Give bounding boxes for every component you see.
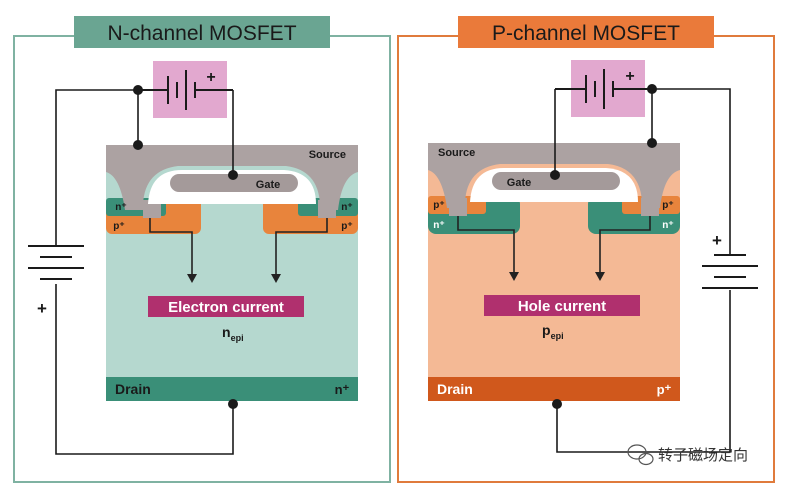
n-right-p-label: p⁺: [341, 221, 352, 232]
n-drain-doping-label: n⁺: [335, 382, 350, 397]
p-drain-doping-label: p⁺: [657, 382, 672, 397]
n-current-box: [148, 296, 304, 317]
p-side-battery-plus: +: [712, 231, 722, 250]
p-right-p-label: p⁺: [662, 200, 673, 211]
n-gate-label: Gate: [256, 179, 280, 191]
p-title-box: [458, 16, 714, 48]
n-gate-battery-plus: +: [206, 69, 215, 86]
p-arrowhead-right: [595, 272, 605, 281]
p-gate-label: Gate: [507, 177, 531, 189]
p-gate-battery-plus: +: [625, 68, 634, 85]
n-right-contact: [318, 200, 336, 218]
p-arrowhead-left: [509, 272, 519, 281]
p-drain-layer: [428, 377, 680, 401]
watermark-text: 转子磁场定向: [658, 447, 748, 464]
p-source-label: Source: [438, 147, 475, 159]
p-current-label: Hole current: [518, 298, 606, 315]
n-side-battery-plus: +: [37, 299, 47, 318]
n-arrowhead-right: [271, 274, 281, 283]
n-right-n-label: n⁺: [341, 202, 352, 213]
n-left-n-label: n⁺: [115, 202, 126, 213]
p-gate-poly: [492, 172, 620, 190]
p-current-box: [484, 295, 640, 316]
n-side-battery-symbol: [28, 245, 84, 280]
p-gate-battery-symbol: [555, 69, 652, 109]
n-left-p-label: p⁺: [113, 221, 124, 232]
n-current-arrow-left: [149, 218, 193, 276]
n-source-metal: [106, 145, 358, 210]
n-node-gate: [228, 170, 238, 180]
p-drain-label: Drain: [437, 381, 473, 397]
watermark: 转子磁场定向: [627, 444, 748, 466]
p-current-arrow-right: [599, 216, 651, 274]
p-left-contact: [449, 198, 467, 216]
p-node-drain: [552, 399, 562, 409]
p-side-battery-symbol: [702, 254, 758, 289]
n-wiring: [55, 89, 234, 455]
p-left-n-label: n⁺: [433, 220, 444, 231]
p-source-metal: [428, 143, 680, 208]
n-panel-title: N-channel MOSFET: [107, 22, 296, 45]
p-node-source: [647, 138, 657, 148]
p-node-top: [647, 84, 657, 94]
n-arrowhead-left: [187, 274, 197, 283]
p-epi-label: pepi: [542, 322, 564, 341]
n-node-top: [133, 85, 143, 95]
p-right-contact: [641, 198, 659, 216]
p-node-gate: [550, 170, 560, 180]
n-current-label: Electron current: [168, 299, 284, 316]
p-current-arrow-left: [457, 216, 515, 274]
n-source-label: Source: [309, 149, 346, 161]
n-channel-panel: N-channel MOSFET Source Gate n⁺ p⁺ n⁺ p⁺…: [13, 16, 391, 483]
n-left-contact: [143, 200, 161, 218]
wechat-icon: [627, 444, 654, 466]
p-channel-panel: P-channel MOSFET Source Gate p⁺ n⁺ p⁺ n⁺…: [397, 16, 775, 483]
n-title-box: [74, 16, 330, 48]
n-drain-label: Drain: [115, 381, 151, 397]
n-gate-poly: [170, 174, 298, 192]
n-node-drain: [228, 399, 238, 409]
p-right-n-label: n⁺: [662, 220, 673, 231]
p-wiring: [554, 88, 731, 453]
n-current-arrow-right: [275, 218, 328, 276]
n-node-source: [133, 140, 143, 150]
n-drain-layer: [106, 377, 358, 401]
p-panel-title: P-channel MOSFET: [492, 22, 680, 45]
p-left-p-label: p⁺: [433, 200, 444, 211]
n-epi-label: nepi: [222, 324, 244, 343]
